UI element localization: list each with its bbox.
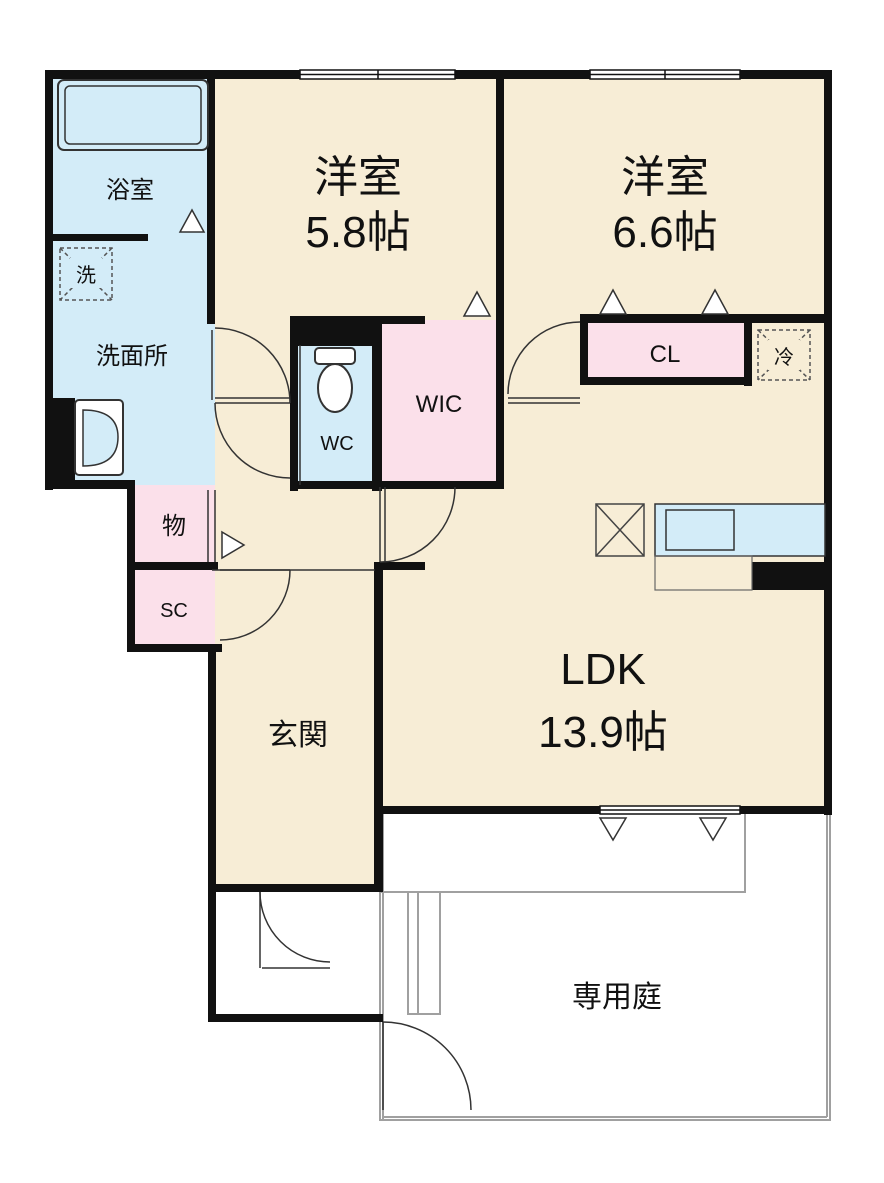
walls (45, 70, 832, 1022)
garden-outline (379, 810, 831, 1121)
western-room-2-size: 6.6帖 (612, 208, 717, 257)
sliding-door-markers (221, 288, 730, 842)
windows (299, 69, 741, 815)
bathroom-label: 浴室 (106, 177, 154, 204)
ldk-name: LDK (560, 645, 646, 694)
western-room-2-name: 洋室 (621, 153, 709, 202)
fridge-label-bg (768, 340, 800, 370)
fridge-label: 冷 (774, 346, 794, 369)
entrance-floor (215, 570, 380, 890)
bathtub (57, 79, 209, 151)
wic-label: WIC (416, 391, 463, 418)
ldk-size: 13.9帖 (538, 708, 668, 757)
wic-floor (380, 320, 498, 485)
closet-floor (585, 322, 750, 377)
western-room-1-name: 洋室 (314, 153, 402, 202)
range-hood (595, 503, 645, 557)
washer-label-bg (70, 258, 102, 288)
western-room-1-floor (215, 76, 500, 320)
kitchen-counter (654, 503, 826, 591)
western-room-1-size: 5.8帖 (305, 208, 410, 257)
shoe-closet-label: SC (160, 600, 188, 622)
door-swings (207, 321, 581, 1111)
wash-basin (74, 399, 124, 476)
toilet (314, 347, 356, 413)
shoe-closet-floor (133, 570, 215, 646)
bath-door-icon (178, 208, 206, 233)
washer-label: 洗 (76, 264, 96, 287)
closet-label: CL (650, 341, 681, 368)
hall-lower-floor (215, 485, 380, 570)
storage-label: 物 (162, 513, 186, 540)
wc-label: WC (320, 433, 353, 455)
garden-label: 専用庭 (572, 981, 662, 1014)
western-room-2-floor (500, 76, 828, 321)
storage-floor (133, 485, 215, 563)
washroom-label: 洗面所 (96, 343, 168, 370)
entrance-label: 玄関 (268, 719, 328, 752)
